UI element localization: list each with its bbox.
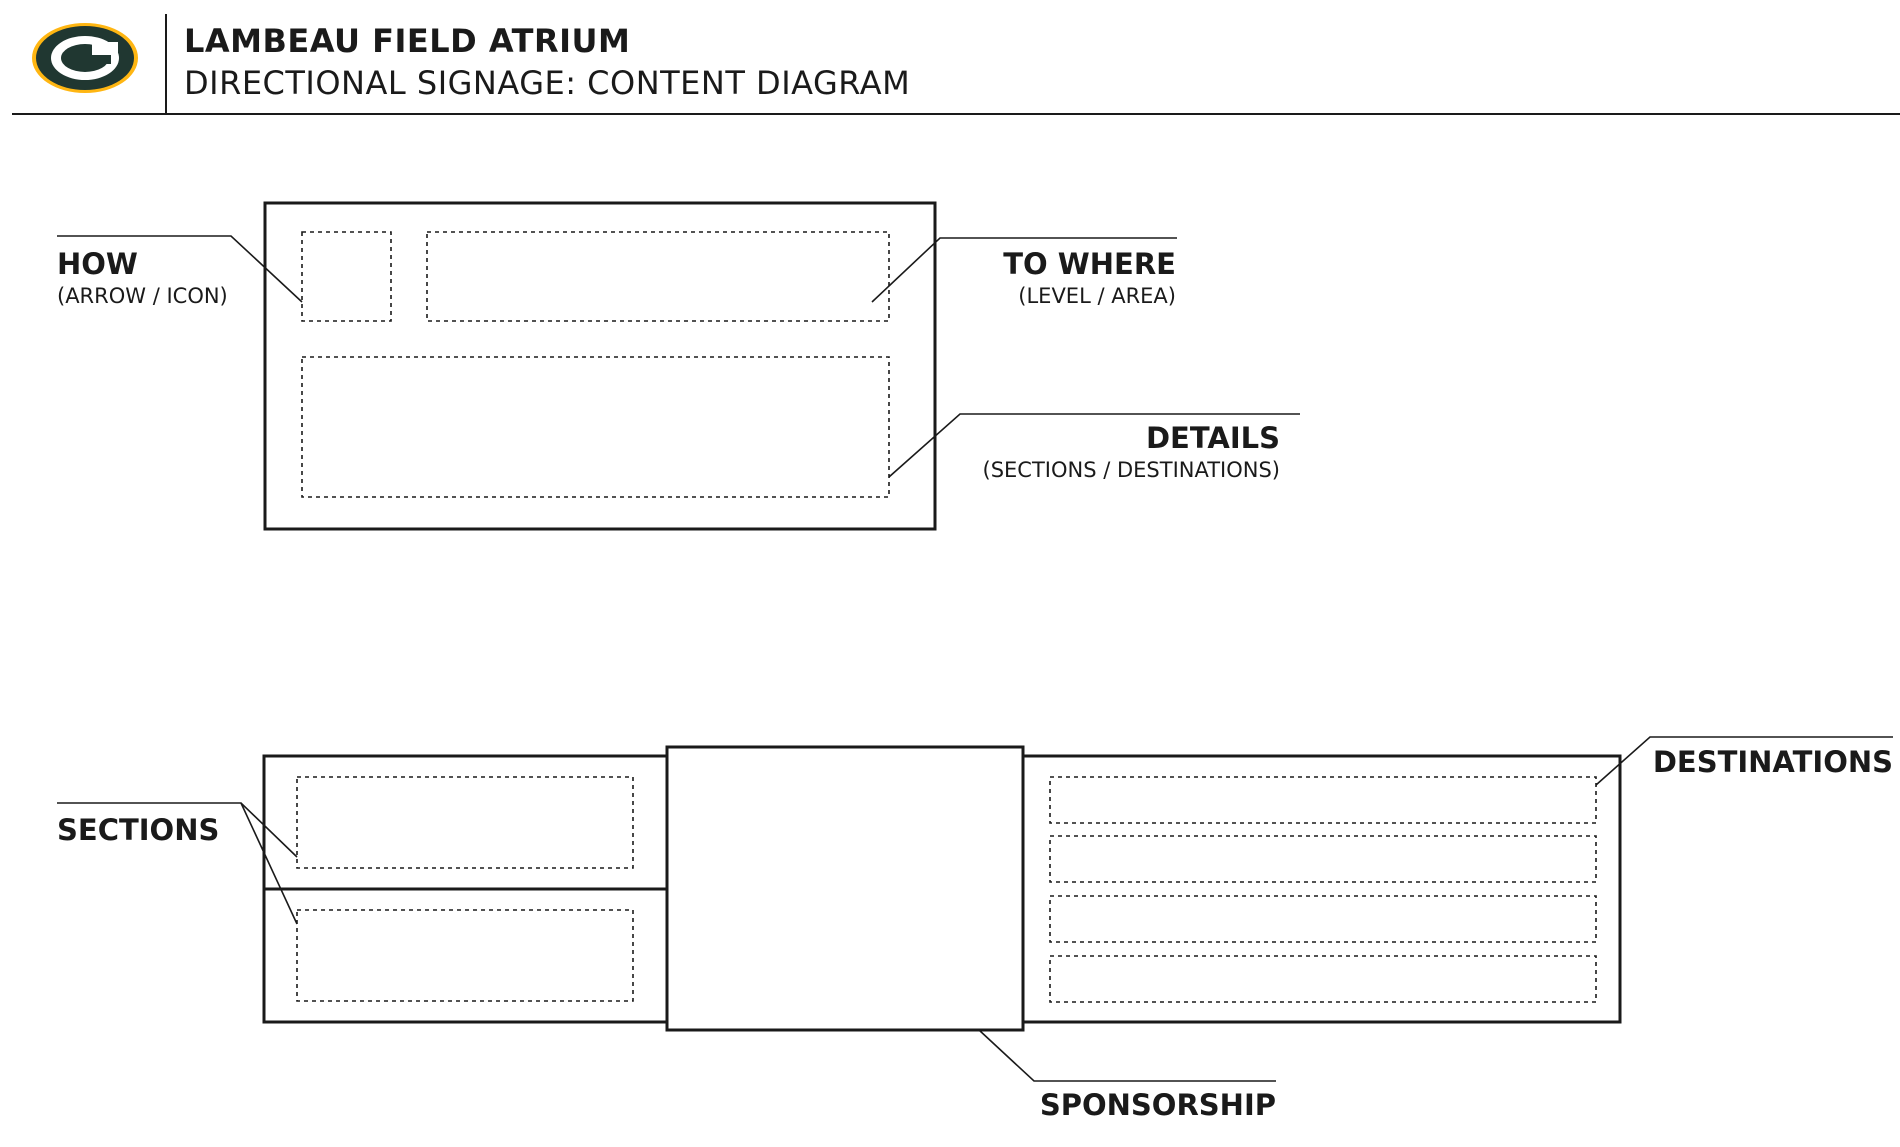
details-label-sub: (SECTIONS / DESTINATIONS) (982, 458, 1281, 482)
g-logo-icon (32, 23, 138, 93)
to-where-label-title: TO WHERE (1003, 247, 1176, 281)
destination-zone-3 (1049, 895, 1597, 943)
how-zone (301, 231, 392, 322)
sign-panel-outline (263, 201, 937, 531)
page-title: LAMBEAU FIELD ATRIUM (184, 22, 631, 60)
how-label-title: HOW (57, 247, 138, 281)
sections-leader-2 (240, 802, 298, 925)
details-zone (301, 356, 890, 498)
destinations-label-title: DESTINATIONS (1652, 745, 1893, 779)
details-label: DETAILS (SECTIONS / DESTINATIONS) (983, 420, 1281, 484)
sections-label: SECTIONS (57, 812, 219, 848)
destination-zone-4 (1049, 955, 1597, 1003)
details-leader (888, 413, 1300, 478)
destinations-leader (1595, 736, 1893, 786)
page-subtitle: DIRECTIONAL SIGNAGE: CONTENT DIAGRAM (184, 64, 911, 102)
to-where-label-sub: (LEVEL / AREA) (1018, 284, 1176, 308)
how-label: HOW (ARROW / ICON) (57, 246, 228, 310)
destination-zone-1 (1049, 776, 1597, 824)
details-label-title: DETAILS (1145, 421, 1280, 455)
destination-zone-2 (1049, 835, 1597, 883)
to-where-zone (426, 231, 890, 322)
to-where-leader (871, 237, 1177, 303)
sponsorship-label-title: SPONSORSHIP (1039, 1088, 1276, 1122)
sponsorship-leader (978, 1029, 1276, 1082)
sections-label-title: SECTIONS (57, 813, 220, 847)
how-leader (57, 235, 303, 303)
destinations-panel (1021, 754, 1622, 1024)
how-label-sub: (ARROW / ICON) (57, 284, 228, 308)
section-zone-1 (296, 776, 634, 869)
to-where-label: TO WHERE (LEVEL / AREA) (1003, 246, 1176, 310)
sponsorship-panel (665, 745, 1025, 1032)
section-zone-2 (296, 909, 634, 1002)
sponsorship-label: SPONSORSHIP (1040, 1087, 1276, 1123)
destinations-label: DESTINATIONS (1653, 744, 1893, 780)
